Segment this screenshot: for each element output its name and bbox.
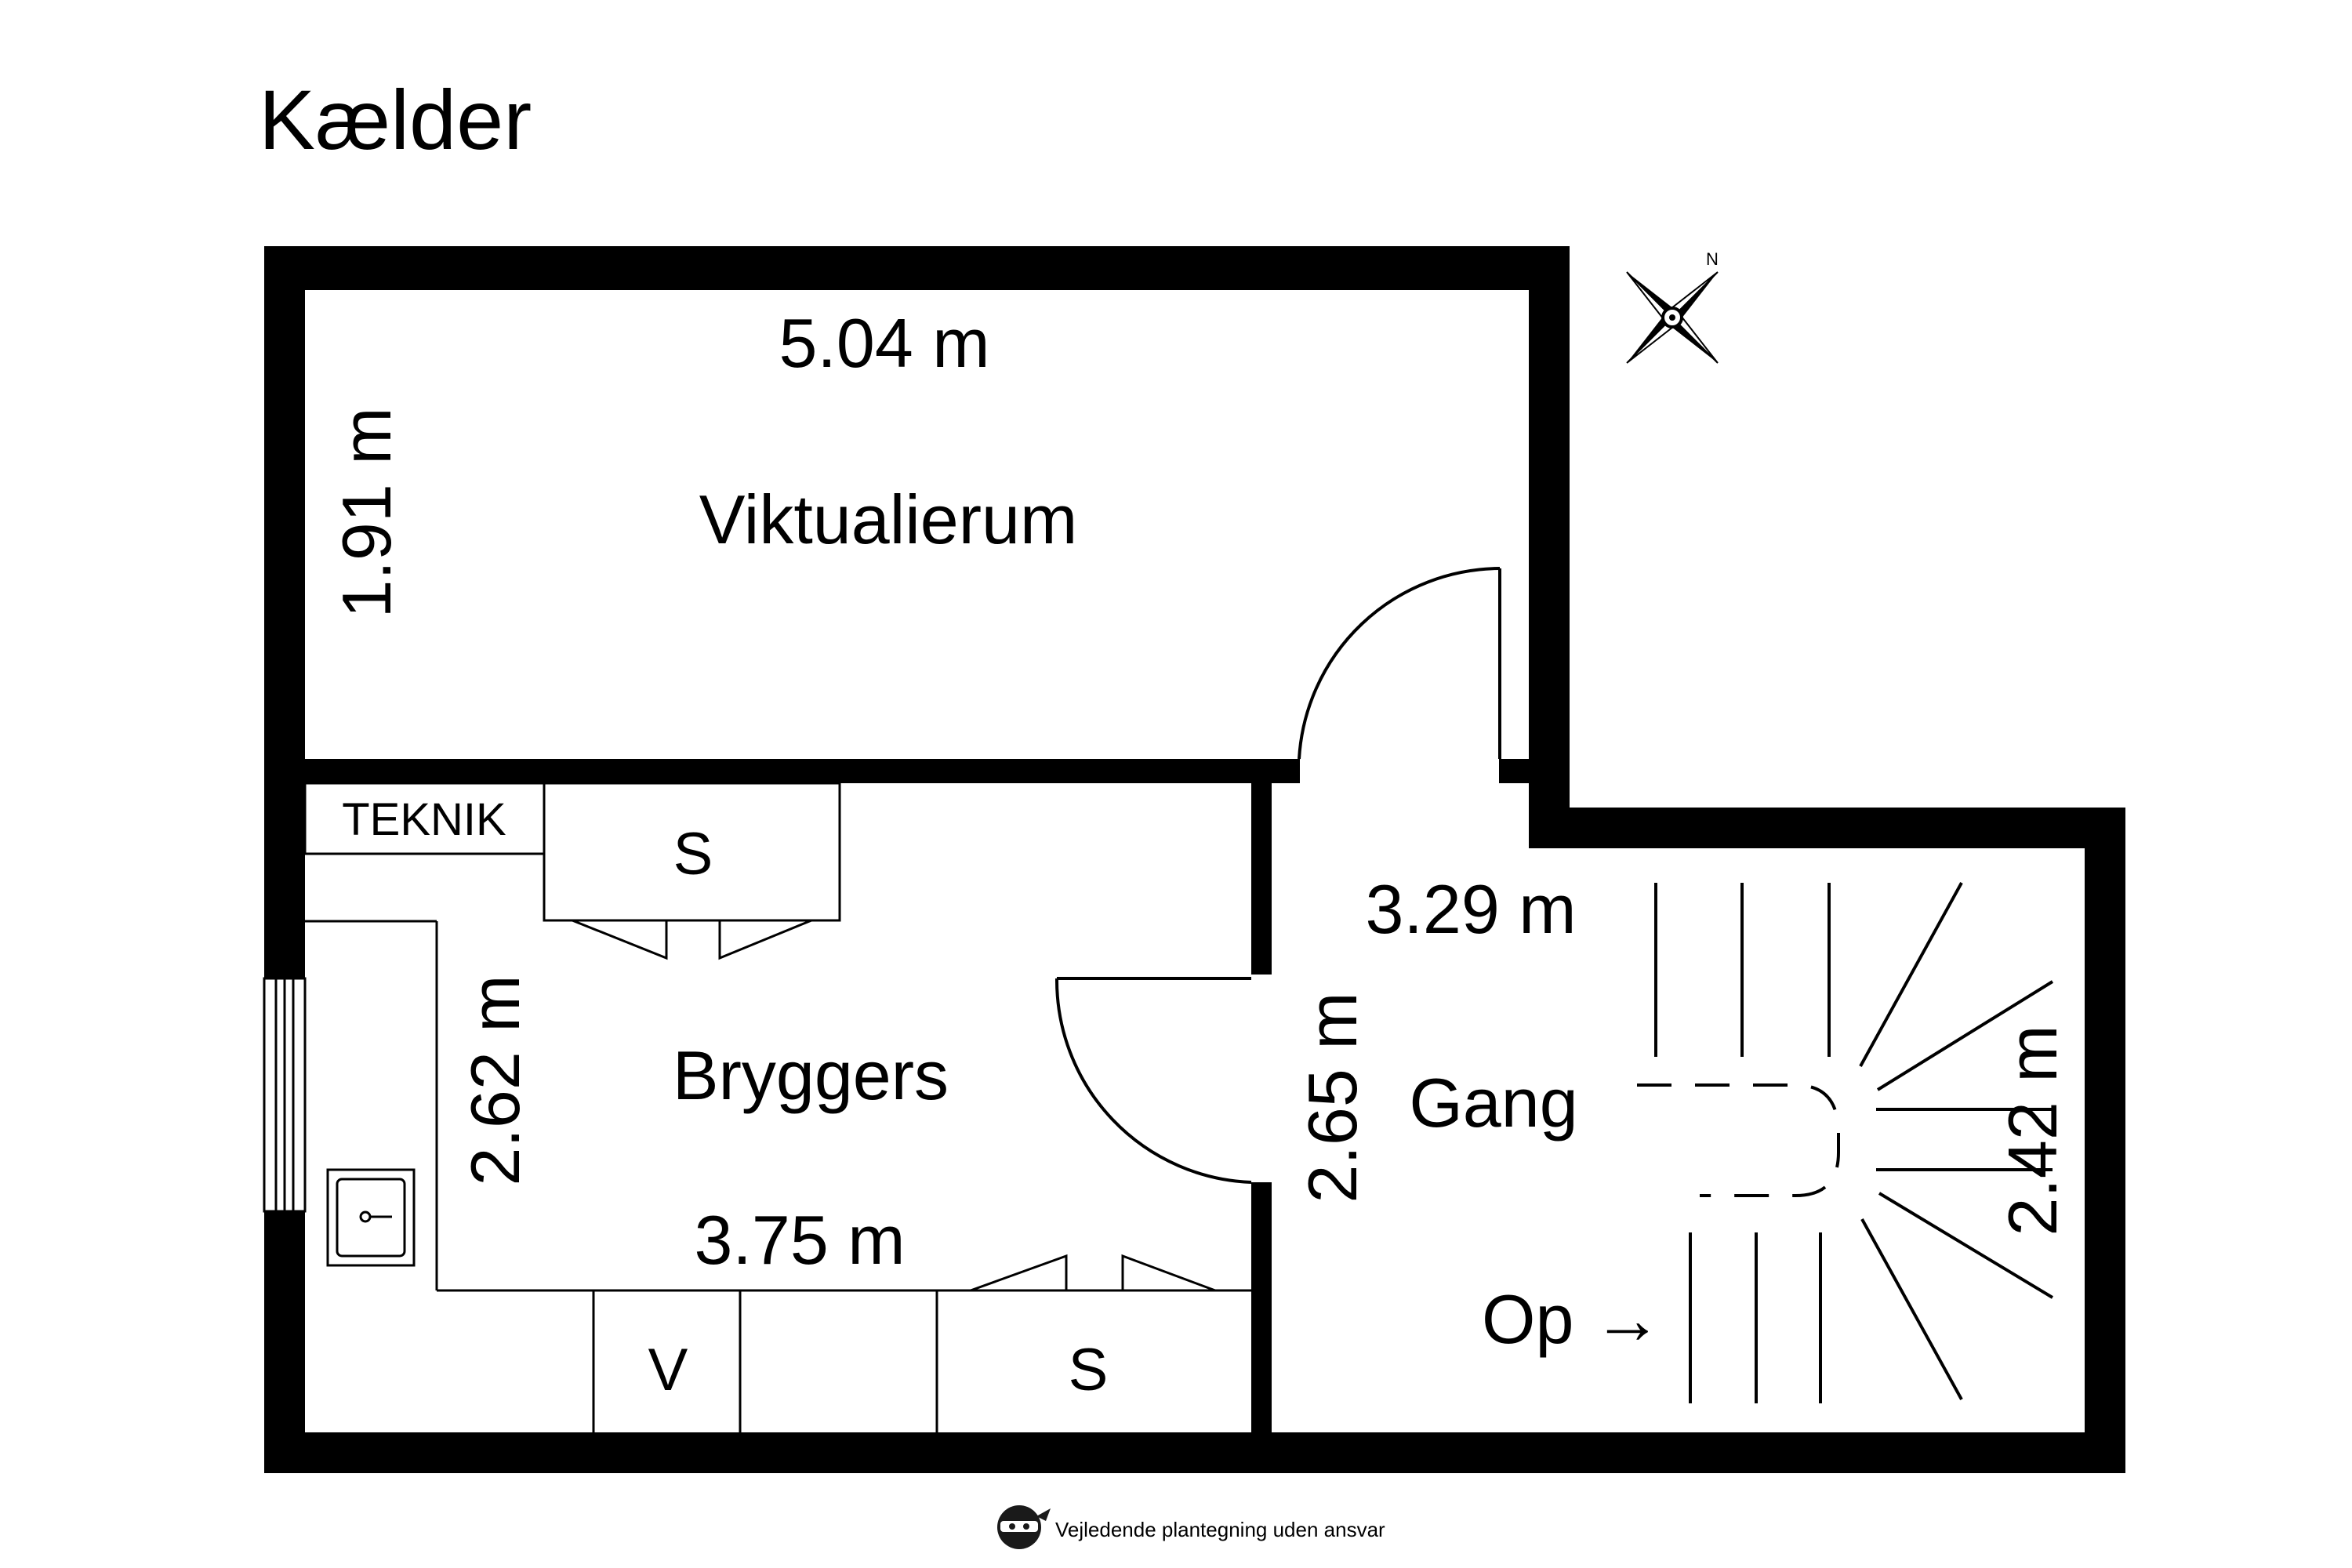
- walls: [264, 246, 2125, 1473]
- cabinet-upper-s: S: [543, 782, 841, 960]
- stair-depth-gang: 2.42 m: [1994, 1025, 2071, 1236]
- door-viktualierum[interactable]: [1298, 567, 1501, 760]
- room-width-gang: 3.29 m: [1365, 870, 1576, 948]
- room-depth-bryggers: 2.62 m: [456, 975, 534, 1185]
- room-depth-viktualierum: 1.91 m: [328, 407, 405, 618]
- footer-disclaimer: Vejledende plantegning uden ansvar: [1055, 1518, 1385, 1541]
- room-name-bryggers: Bryggers: [673, 1036, 949, 1114]
- compass-north-label: N: [1706, 249, 1719, 269]
- cabinet-upper-s-label: S: [673, 821, 713, 887]
- kitchen-counter: [305, 920, 1251, 1432]
- window: [263, 977, 307, 1213]
- door-bryggers[interactable]: [1054, 977, 1252, 1184]
- room-width-bryggers: 3.75 m: [694, 1201, 905, 1279]
- stair-up-label: Op →: [1482, 1280, 1662, 1358]
- compass-rose-icon: [1626, 271, 1719, 364]
- ninja-logo-icon: [997, 1505, 1051, 1549]
- floor-title: Kælder: [259, 72, 532, 167]
- sink-icon: [326, 1168, 416, 1267]
- cabinet-v-label: V: [648, 1337, 688, 1403]
- cabinet-lower-s-label: S: [1069, 1337, 1109, 1403]
- room-depth-gang: 2.65 m: [1294, 992, 1371, 1203]
- room-name-viktualierum: Viktualierum: [699, 481, 1078, 558]
- room-name-gang: Gang: [1409, 1064, 1577, 1142]
- staircase: [1637, 882, 2054, 1403]
- room-width-viktualierum: 5.04 m: [779, 304, 989, 382]
- teknik-cupboard: TEKNIK: [303, 782, 546, 855]
- cabinet-lower-s: S: [970, 1254, 1216, 1403]
- teknik-label: TEKNIK: [342, 794, 506, 845]
